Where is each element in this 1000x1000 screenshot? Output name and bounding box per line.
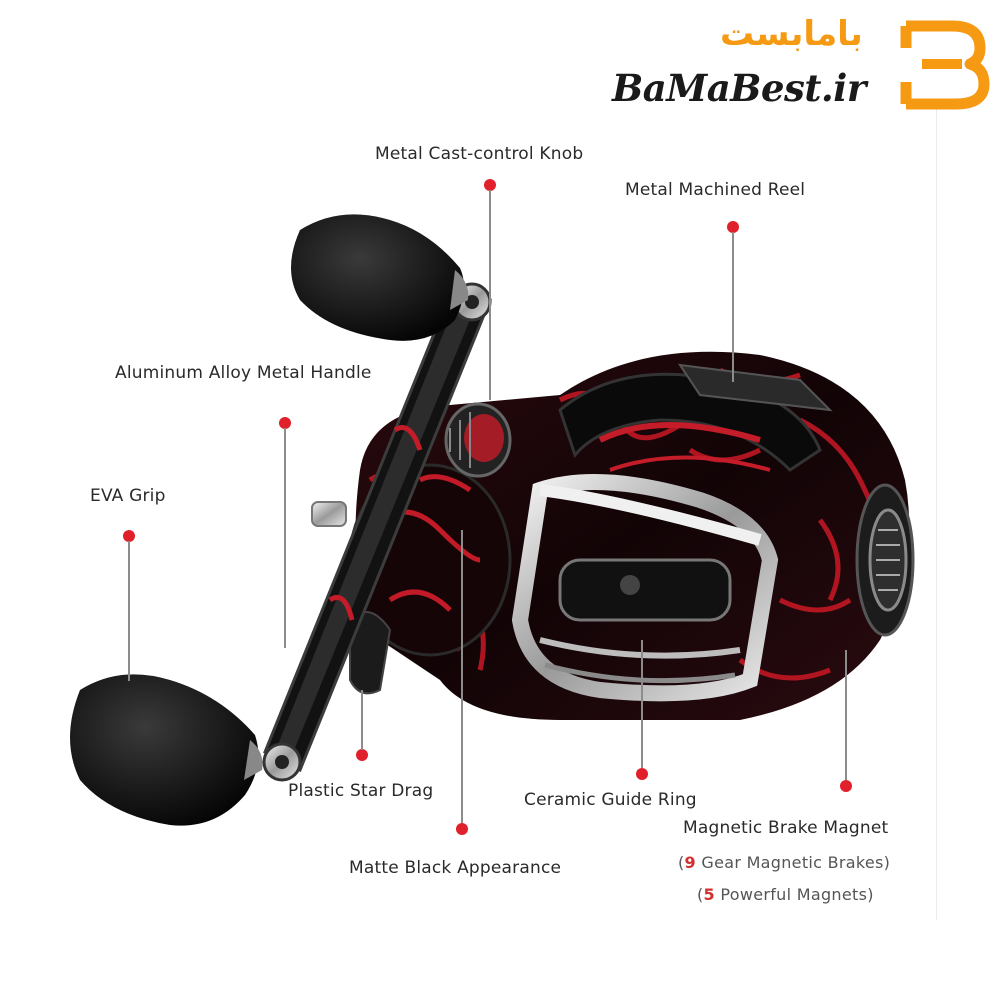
marker-dot bbox=[484, 179, 496, 191]
leader-line bbox=[732, 232, 734, 382]
marker-dot bbox=[356, 749, 368, 761]
marker-dot bbox=[123, 530, 135, 542]
marker-dot bbox=[840, 780, 852, 792]
label-handle: Aluminum Alloy Metal Handle bbox=[115, 363, 372, 383]
magnets-text: Powerful Magnets) bbox=[714, 885, 874, 904]
leader-line bbox=[361, 690, 363, 750]
brake-gear-note: (9 Gear Magnetic Brakes) bbox=[678, 853, 891, 872]
leader-line bbox=[641, 640, 643, 768]
magnets-number: 5 bbox=[703, 885, 715, 904]
magnets-note: (5 Powerful Magnets) bbox=[697, 885, 874, 904]
marker-dot bbox=[636, 768, 648, 780]
label-matte-black: Matte Black Appearance bbox=[349, 858, 562, 878]
leader-line bbox=[284, 428, 286, 648]
leader-line bbox=[461, 530, 463, 823]
brake-gear-number: 9 bbox=[684, 853, 696, 872]
brand-name-farsi: بامابست bbox=[720, 14, 863, 54]
marker-dot bbox=[456, 823, 468, 835]
marker-dot bbox=[279, 417, 291, 429]
brake-gear-text: Gear Magnetic Brakes) bbox=[695, 853, 891, 872]
brand-name-latin: BaMaBest.ir bbox=[612, 66, 866, 110]
marker-dot bbox=[727, 221, 739, 233]
label-brake-magnet: Magnetic Brake Magnet bbox=[683, 818, 889, 838]
leader-line bbox=[489, 190, 491, 400]
leader-line bbox=[128, 541, 130, 681]
label-machined-reel: Metal Machined Reel bbox=[625, 180, 806, 200]
leader-line bbox=[845, 650, 847, 780]
frame-divider bbox=[936, 100, 937, 920]
label-star-drag: Plastic Star Drag bbox=[288, 781, 434, 801]
label-guide-ring: Ceramic Guide Ring bbox=[524, 790, 697, 810]
brand-b-logo-icon bbox=[900, 20, 990, 110]
label-cast-control-knob: Metal Cast-control Knob bbox=[375, 144, 584, 164]
label-eva-grip: EVA Grip bbox=[90, 486, 166, 506]
